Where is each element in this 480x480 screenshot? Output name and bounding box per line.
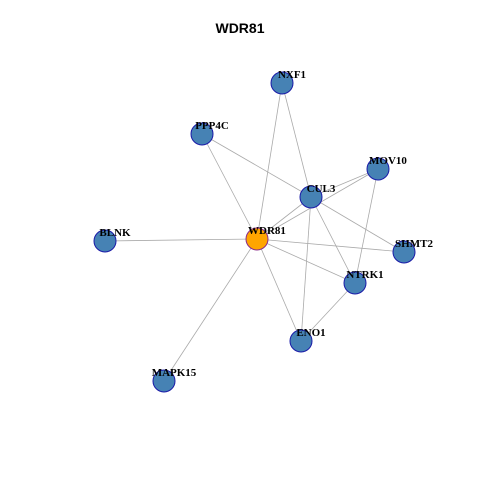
edge-nxf1-cul3 (281, 82, 312, 198)
node-eno1: ENO1 (289, 327, 326, 353)
node-cul3: CUL3 (299, 183, 336, 209)
node-label: NXF1 (278, 69, 306, 81)
node-circle (299, 185, 323, 209)
edge-ntrk1-eno1 (300, 282, 356, 342)
node-label: NTRK1 (346, 269, 383, 281)
node-label: SHMT2 (395, 238, 433, 250)
node-label: PPP4C (195, 120, 229, 132)
node-label: ENO1 (296, 327, 325, 339)
edge-layer (104, 82, 405, 382)
edge-wdr81-mapk15 (163, 238, 258, 382)
edge-wdr81-ppp4c (201, 133, 258, 240)
node-ppp4c: PPP4C (190, 120, 229, 146)
node-circle (392, 240, 416, 264)
edge-cul3-ntrk1 (310, 196, 356, 284)
node-circle (93, 229, 117, 253)
node-ntrk1: NTRK1 (343, 269, 384, 295)
node-circle (289, 329, 313, 353)
node-label: MAPK15 (152, 367, 197, 379)
node-circle (152, 369, 176, 393)
node-circle (270, 71, 294, 95)
edge-wdr81-ntrk1 (256, 238, 356, 284)
diagram-title: WDR81 (215, 20, 265, 36)
edge-ppp4c-cul3 (201, 133, 312, 198)
node-circle (343, 271, 367, 295)
node-blnk: BLNK (93, 227, 131, 253)
edge-wdr81-nxf1 (256, 82, 283, 240)
edge-wdr81-blnk (104, 238, 258, 242)
node-mapk15: MAPK15 (152, 367, 197, 393)
node-circle (366, 157, 390, 181)
node-mov10: MOV10 (366, 155, 407, 181)
node-circle (190, 122, 214, 146)
edge-mov10-ntrk1 (354, 168, 379, 284)
edge-wdr81-eno1 (256, 238, 302, 342)
node-shmt2: SHMT2 (392, 238, 433, 264)
node-nxf1: NXF1 (270, 69, 306, 95)
node-label: MOV10 (369, 155, 407, 167)
edge-cul3-mov10 (310, 168, 379, 198)
node-circle (245, 227, 269, 251)
edge-cul3-eno1 (300, 196, 312, 342)
node-label: WDR81 (248, 225, 286, 237)
node-label: CUL3 (307, 183, 336, 195)
node-label: BLNK (99, 227, 131, 239)
node-wdr81: WDR81 (245, 225, 286, 251)
edge-cul3-shmt2 (310, 196, 405, 253)
edge-wdr81-shmt2 (256, 238, 405, 253)
